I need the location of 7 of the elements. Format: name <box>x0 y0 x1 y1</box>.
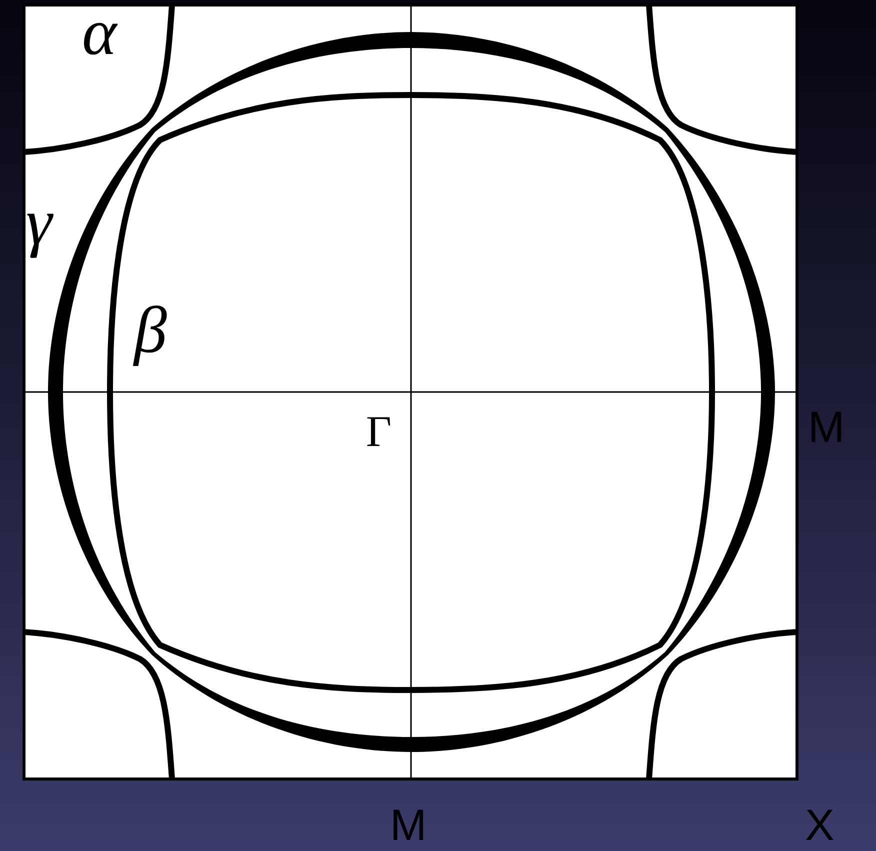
band-label: β <box>134 298 167 364</box>
point-label: M <box>390 804 427 848</box>
point-label: X <box>805 804 834 848</box>
band-label: γ <box>26 190 52 256</box>
point-label: Γ <box>366 410 392 454</box>
point-label: M <box>808 406 845 450</box>
band-label: α <box>82 0 117 66</box>
